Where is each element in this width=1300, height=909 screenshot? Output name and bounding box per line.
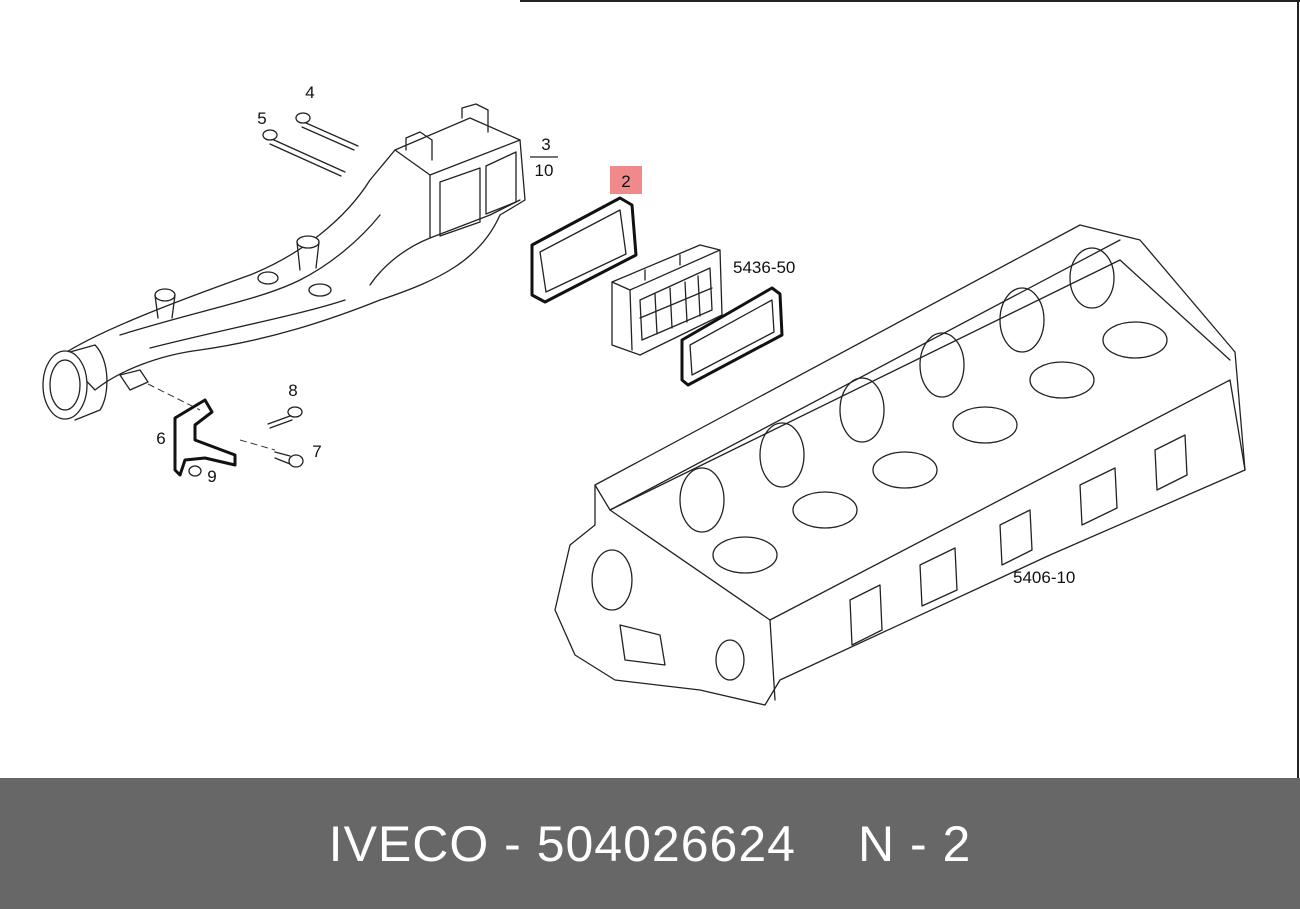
nut-9-drawing bbox=[188, 465, 202, 477]
intake-manifold-drawing bbox=[42, 103, 526, 421]
callout-5406-10: 5406-10 bbox=[1013, 568, 1075, 587]
callout-7: 7 bbox=[312, 442, 321, 461]
callout-8: 8 bbox=[288, 381, 297, 400]
callout-3: 3 bbox=[541, 135, 550, 154]
cylinder-head-drawing bbox=[554, 224, 1246, 706]
bolt-4-drawing bbox=[295, 112, 359, 151]
bolt-5-drawing bbox=[262, 129, 346, 177]
reference-number: N - 2 bbox=[857, 815, 972, 872]
parts-diagram: 2 3 10 4 5 6 7 8 9 5436-50 5406-10 bbox=[42, 0, 1300, 778]
gasket-2-drawing bbox=[530, 196, 638, 304]
grid-heater-drawing bbox=[611, 244, 784, 387]
callout-4: 4 bbox=[305, 83, 314, 102]
callout-2: 2 bbox=[621, 172, 630, 191]
bracket-6-drawing bbox=[173, 398, 237, 477]
screw-8-drawing bbox=[267, 406, 303, 429]
part-number-banner: IVECO - 504026624 N - 2 bbox=[0, 778, 1300, 909]
callout-9: 9 bbox=[207, 467, 216, 486]
brand-part-number: IVECO - 504026624 bbox=[328, 815, 796, 872]
exploded-view-drawing: 2 3 10 4 5 6 7 8 9 5436-50 5406-10 bbox=[42, 0, 1300, 778]
callout-5436-50: 5436-50 bbox=[733, 258, 795, 277]
callout-2-highlight bbox=[610, 166, 642, 194]
callout-6: 6 bbox=[156, 429, 165, 448]
callout-5: 5 bbox=[257, 109, 266, 128]
callout-10: 10 bbox=[535, 161, 554, 180]
screw-7-drawing bbox=[274, 451, 304, 468]
